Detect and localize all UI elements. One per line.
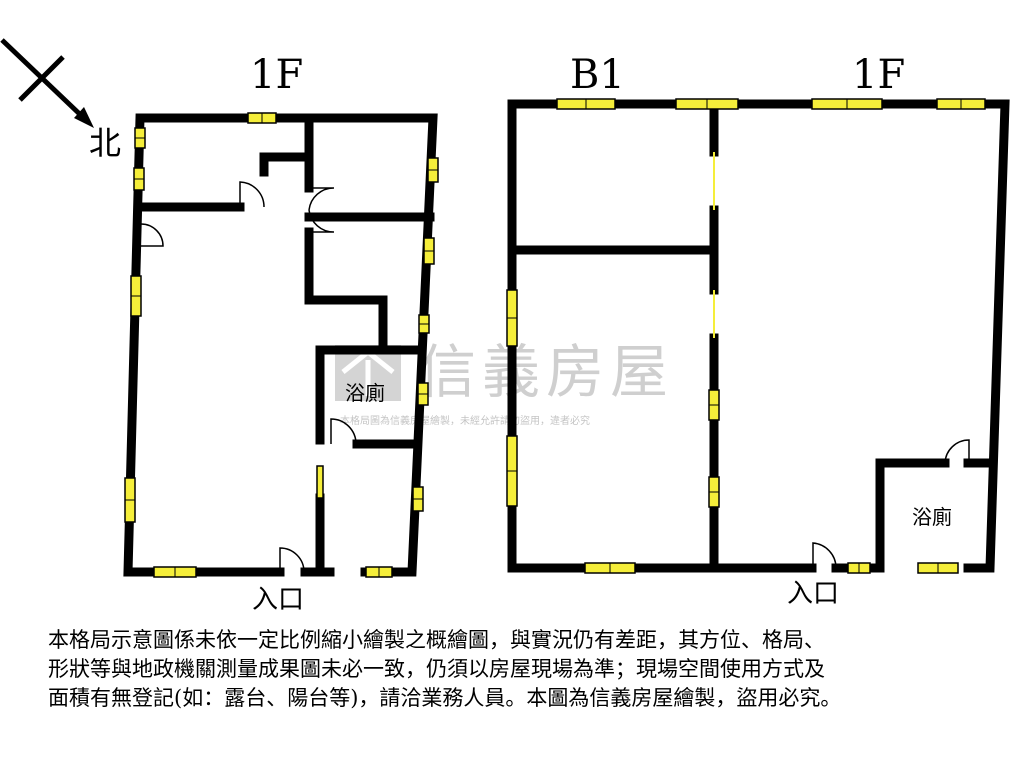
left-doors [140,181,357,573]
door-icon [330,418,357,445]
compass-north-arrow [0,38,90,124]
door-icon [308,209,335,233]
right-doors [812,439,970,569]
right-bathroom-label: 浴廁 [912,505,952,529]
disclaimer-line: 形狀等與地政機關測量成果圖未必一致，仍須以房屋現場為準；現場空間使用方式及 [48,657,825,681]
door-icon [812,542,837,569]
right-floor-label-b1: B1 [570,52,625,98]
right-entrance-label: 入口 [787,579,839,609]
right-floor-plan [507,99,1010,573]
left-floor-plan [123,113,438,577]
left-entrance-label: 入口 [252,585,304,615]
disclaimer-line: 面積有無登記(如：露台、陽台等)，請洽業務人員。本圖為信義房屋繪製，盜用必究。 [48,686,842,710]
floor-plan-canvas: 信義房屋 本格局圖為信義房屋繪製，未經允許請勿盜用，違者必究 北 [0,38,1010,615]
north-arrow-icon [74,107,94,128]
door-icon [239,181,265,208]
window [316,465,324,499]
door-icon [944,439,970,464]
disclaimer-line: 本格局示意圖係未依一定比例縮小繪製之概繪圖，與實況仍有差距，其方位、格局、 [48,628,825,652]
left-floor-label: 1F [250,52,303,98]
disclaimer-text: 本格局示意圖係未依一定比例縮小繪製之概繪圖，與實況仍有差距，其方位、格局、 形狀… [48,626,1018,713]
watermark-brand: 信義房屋 [418,338,674,406]
compass: 北 [0,38,121,162]
right-floor-label-1f: 1F [852,52,905,98]
outer-wall [507,99,1010,573]
watermark-notice: 本格局圖為信義房屋繪製，未經允許請勿盜用，違者必究 [340,414,590,427]
door-icon [308,187,335,211]
right-windows [506,98,986,574]
north-label: 北 [89,124,121,162]
door-icon [140,223,164,247]
left-bathroom-label: 浴廁 [345,381,385,405]
door-icon [279,547,305,573]
